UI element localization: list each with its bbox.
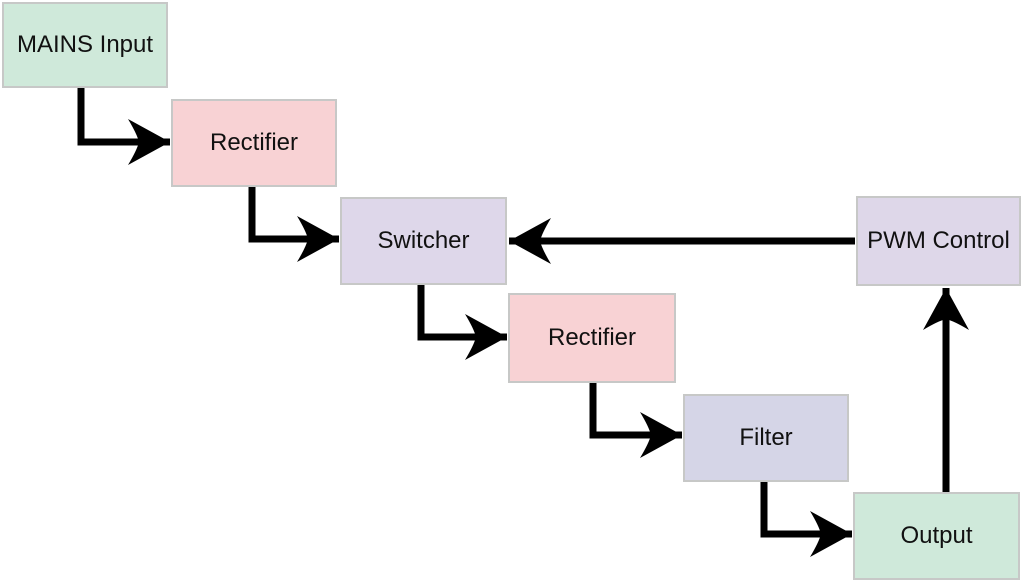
node-switcher: Switcher <box>340 197 507 285</box>
node-filter-label: Filter <box>739 424 793 451</box>
node-mains-input-label: MAINS Input <box>16 31 154 58</box>
node-pwm-control: PWM Control <box>856 196 1021 286</box>
node-switcher-label: Switcher <box>377 227 470 254</box>
node-rectifier-2-label: Rectifier <box>547 324 637 351</box>
node-filter: Filter <box>683 394 849 482</box>
node-rectifier-1-label: Rectifier <box>209 129 299 156</box>
node-rectifier-2: Rectifier <box>508 293 676 383</box>
arrow-filter-to-output <box>760 482 852 557</box>
node-rectifier-1: Rectifier <box>171 99 337 187</box>
arrow-rectifier2-to-filter <box>589 383 682 458</box>
node-output-label: Output <box>900 522 973 549</box>
node-pwm-control-label: PWM Control <box>867 227 1010 254</box>
node-mains-input: MAINS Input <box>2 2 168 88</box>
arrow-rectifier1-to-switcher <box>248 187 339 262</box>
node-output: Output <box>853 492 1020 580</box>
arrow-switcher-to-rectifier2 <box>417 285 507 360</box>
arrow-mains-to-rectifier1 <box>77 88 170 165</box>
